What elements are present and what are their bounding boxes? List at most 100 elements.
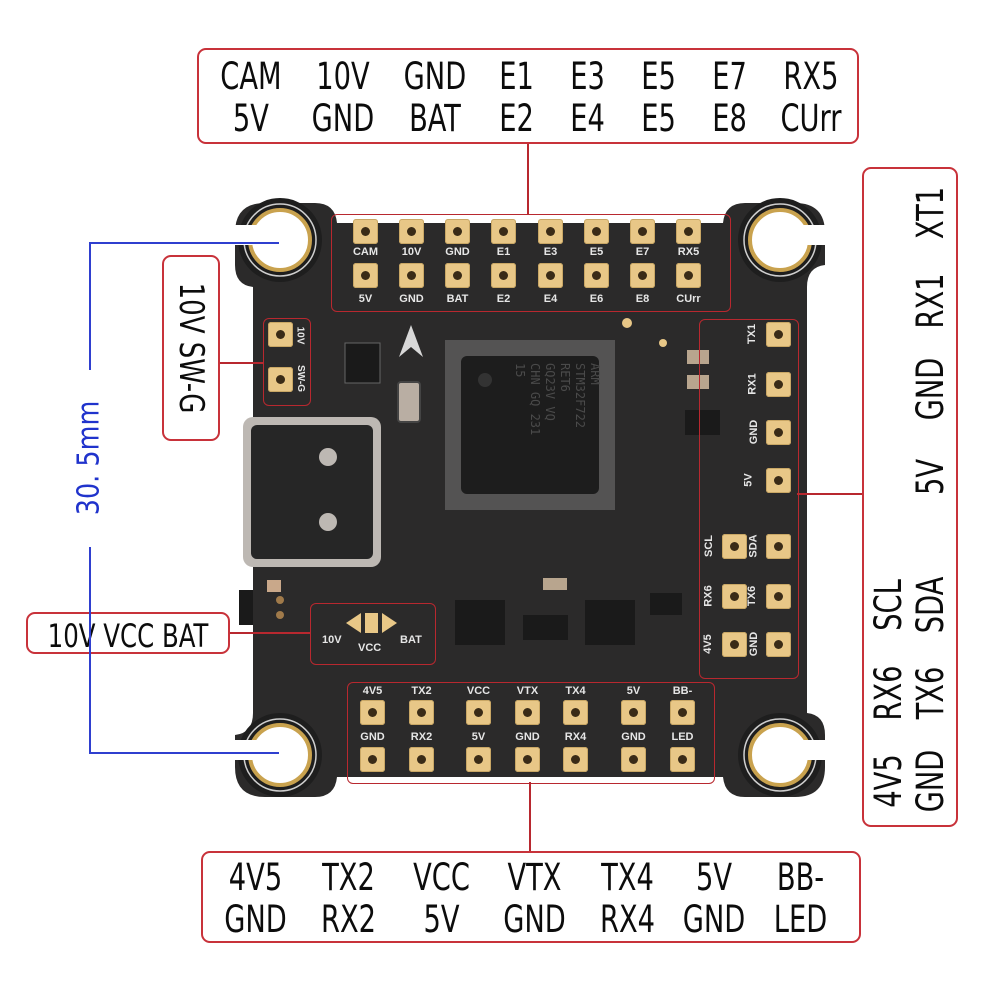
callout-pin-label: CUrr	[780, 97, 842, 140]
callout-pin-label: CAM	[220, 55, 282, 98]
board-pad-label: GND	[748, 419, 761, 445]
dimension-line-bottom	[89, 752, 279, 754]
board-pad	[621, 747, 646, 772]
board-pad	[515, 747, 540, 772]
vcc-jumper-pads	[346, 613, 397, 633]
callout-pin-label: SCL	[867, 579, 910, 631]
switch-pad-label-10v: 10V	[294, 326, 306, 345]
board-pad-label: E4	[543, 293, 558, 305]
mcu-chip	[445, 340, 615, 510]
switch-pad-sw-g	[268, 367, 293, 392]
callout-pin-label: SDA	[909, 576, 952, 634]
board-pad-label: TX1	[746, 323, 759, 345]
callout-pin-label: TX4	[601, 856, 654, 899]
right-pad-box	[699, 319, 799, 679]
board-pad-label: E7	[635, 246, 650, 258]
callout-pin-label: GND	[224, 898, 287, 941]
board-pad	[353, 263, 378, 288]
mcu-mark-line: RET6	[558, 363, 572, 392]
mcu-mark-line: 15	[513, 363, 527, 378]
switch-callout: 10V SW-G	[162, 255, 220, 441]
callout-pin-label: 5V	[423, 898, 460, 941]
callout-pin-label: GND	[682, 898, 746, 941]
mounting-hole-bottom-left	[235, 713, 322, 797]
board-pad-label: GND	[360, 731, 385, 743]
mounting-hole-top-right	[738, 198, 835, 282]
bottom-pad-box	[347, 682, 715, 784]
mounting-hole-bottom-right	[738, 713, 835, 797]
dimension-line-top	[89, 242, 279, 244]
board-pad	[409, 747, 434, 772]
callout-pin-label: RX6	[867, 665, 910, 721]
board-pad-label: 4V5	[362, 685, 383, 697]
board-pad	[766, 322, 791, 347]
board-pad-label: RX5	[677, 246, 700, 258]
board-pad-label: TX2	[411, 685, 432, 697]
board-pad	[360, 747, 385, 772]
board-pad	[445, 263, 470, 288]
board-pad-label: TX4	[565, 685, 586, 697]
callout-pin-label: E8	[712, 97, 747, 140]
callout-pin-label: GND	[311, 97, 375, 140]
callout-pin-label: E2	[498, 97, 534, 140]
board-pad-label: E2	[496, 293, 511, 305]
switch-pad-box	[263, 318, 311, 406]
board-pad	[584, 219, 609, 244]
board-pad-label: E5	[589, 246, 604, 258]
switch-pad-10v	[268, 322, 293, 347]
board-pad-label: RX1	[746, 373, 759, 395]
board-pad-label: 5V	[742, 473, 755, 487]
right-leader-line	[797, 493, 862, 495]
board-pad	[491, 219, 516, 244]
jumper-label-vcc: VCC	[358, 642, 382, 654]
board-pad-label: GND	[445, 246, 470, 258]
board-pad-label: SCL	[703, 535, 715, 557]
callout-pin-label: RX2	[320, 898, 377, 941]
callout-pin-label: E5	[641, 55, 676, 98]
board-pad-label: E1	[496, 246, 511, 258]
callout-pin-label: 10V	[316, 55, 370, 98]
callout-pin-label: 5V	[695, 856, 733, 899]
vcc-callout: 10V VCC BAT	[26, 612, 230, 655]
direction-arrow-icon	[399, 325, 423, 357]
flight-controller-board	[235, 198, 835, 797]
board-pad	[584, 263, 609, 288]
callout-pin-label: RX4	[599, 898, 656, 941]
mcu-mark-line: ARM	[588, 363, 602, 385]
usb-c-port	[243, 417, 381, 567]
board-pad-label: GND	[399, 293, 424, 305]
jumper-label-bat: BAT	[400, 634, 422, 646]
callout-pin-label: RX5	[783, 55, 839, 98]
callout-pin-label: LED	[773, 898, 828, 941]
board-pad	[676, 219, 701, 244]
callout-pin-label: GND	[403, 55, 466, 98]
switch-leader-line	[220, 362, 263, 364]
board-pad	[766, 584, 791, 609]
board-pad-label: CAM	[352, 246, 379, 258]
mcu-mark-line: CHN GQ 231	[528, 363, 542, 436]
callout-pin-label: E1	[498, 55, 534, 98]
board-pad-label: BB-	[672, 685, 693, 697]
board-pad	[676, 263, 701, 288]
board-pad-label: RX2	[410, 731, 433, 743]
board-pad-label: CUrr	[676, 293, 701, 305]
vcc-jumper-box	[310, 603, 436, 665]
mcu-mark-line: GQ23V VQ	[543, 363, 557, 421]
board-pad	[515, 700, 540, 725]
callout-spacer	[912, 525, 949, 558]
board-pad-label: GND	[621, 731, 646, 743]
mcu-mark-line: STM32F722	[573, 363, 587, 429]
callout-pin-label: E5	[641, 97, 676, 140]
board-pad	[766, 468, 791, 493]
board-pad	[621, 700, 646, 725]
jumper-label-10v: 10V	[322, 634, 342, 646]
board-pad	[766, 534, 791, 559]
board-pad	[538, 263, 563, 288]
board-pad	[766, 632, 791, 657]
board-pad	[722, 584, 747, 609]
board-pad-label: VCC	[466, 685, 491, 697]
board-pad-label: LED	[671, 731, 694, 743]
